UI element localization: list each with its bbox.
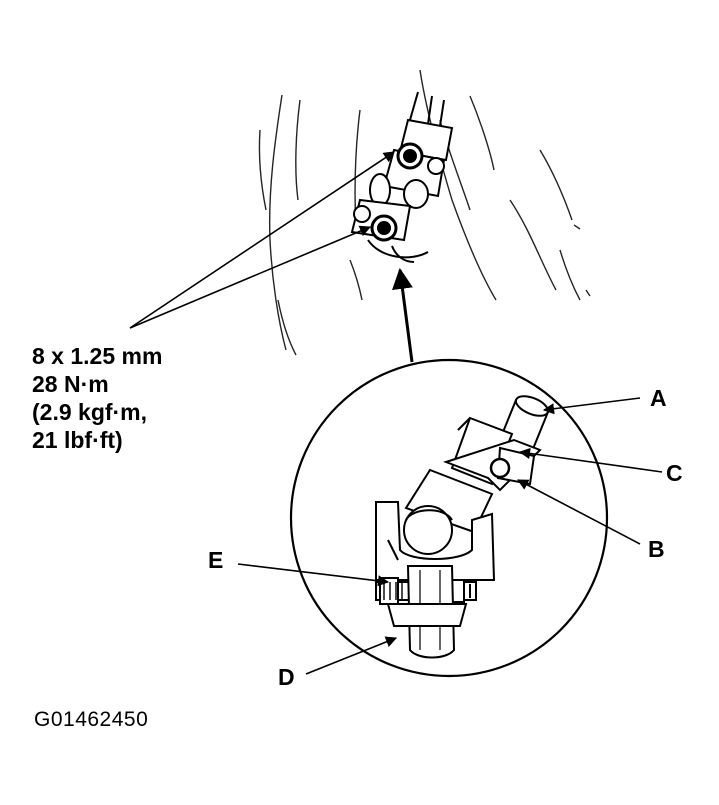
spec-leader-lines (129, 151, 395, 329)
bolt-size-label: 8 x 1.25 mm (32, 343, 163, 369)
background-hatching (258, 69, 591, 356)
torque-kgf-label: (2.9 kgf·m, (32, 399, 148, 425)
detail-yoke (375, 468, 496, 581)
figure-code: G01462450 (34, 708, 149, 731)
callout-e: E (208, 547, 224, 573)
callout-a: A (650, 385, 667, 411)
detail-pointer-arrow (392, 267, 414, 363)
torque-spec: 8 x 1.25 mm 28 N·m (2.9 kgf·m, 21 lbf·ft… (32, 342, 162, 454)
torque-nm-label: 28 N·m (32, 371, 109, 397)
callout-b: B (648, 536, 665, 562)
callout-d: D (278, 664, 295, 690)
detail-lower-shaft (386, 565, 468, 659)
callout-c: C (666, 460, 683, 486)
upper-universal-joint (350, 91, 454, 263)
callout-leaders (237, 397, 663, 675)
torque-lbf-label: 21 lbf·ft) (32, 427, 123, 453)
